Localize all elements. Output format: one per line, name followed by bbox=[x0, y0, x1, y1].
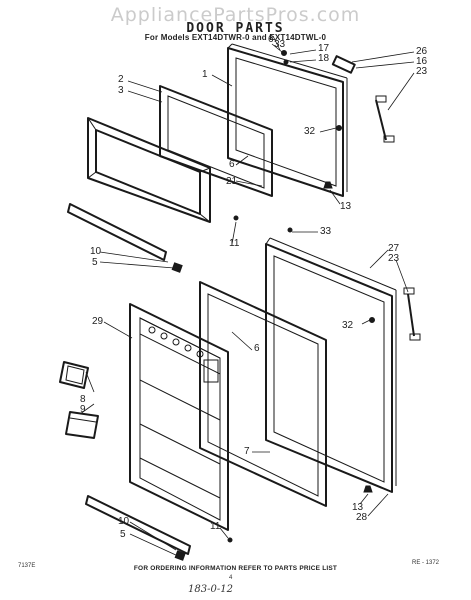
fresh-food-small-parts bbox=[174, 287, 421, 561]
callout-18: 18 bbox=[318, 53, 330, 64]
callout-28: 28 bbox=[356, 512, 368, 523]
freezer-door-gasket bbox=[159, 85, 273, 197]
callout-17: 17 bbox=[318, 43, 330, 54]
watermark: AppliancePartsPros.com bbox=[110, 4, 361, 26]
callout-5-low: 5 bbox=[120, 529, 126, 540]
callout-6-low: 6 bbox=[254, 343, 260, 354]
callout-9: 9 bbox=[80, 404, 86, 415]
callout-13-low: 13 bbox=[352, 502, 364, 513]
callout-16: 16 bbox=[416, 56, 428, 67]
callout-23-top: 23 bbox=[416, 66, 428, 77]
freezer-outer-door bbox=[227, 43, 348, 197]
callout-10-low: 10 bbox=[118, 516, 130, 527]
callout-5-top: 5 bbox=[92, 257, 98, 268]
callout-10-top: 10 bbox=[90, 246, 102, 257]
callout-26: 26 bbox=[416, 46, 428, 57]
callout-29: 29 bbox=[92, 316, 104, 327]
ordering-note: FOR ORDERING INFORMATION REFER TO PARTS … bbox=[133, 565, 338, 572]
freezer-small-parts bbox=[171, 50, 395, 273]
callout-7: 7 bbox=[244, 446, 250, 457]
callout-3: 3 bbox=[118, 85, 124, 96]
leader-lines bbox=[79, 35, 415, 557]
freezer-shelf-bar bbox=[67, 203, 167, 261]
callout-32-top: 32 bbox=[304, 126, 316, 137]
drawing-code-right: RE - 1372 bbox=[412, 560, 440, 566]
callout-33-mid: 33 bbox=[320, 226, 332, 237]
butter-compartment bbox=[59, 361, 99, 439]
callout-23-mid: 23 bbox=[388, 253, 400, 264]
callout-21: 21 bbox=[226, 176, 238, 187]
diagram-subtitle: For Models EXT14DTWR-0 and EXT14DTWL-0 bbox=[144, 33, 327, 42]
diagram-title: DOOR PARTS bbox=[186, 21, 285, 36]
callout-8: 8 bbox=[80, 394, 86, 405]
callout-13-top: 13 bbox=[340, 201, 352, 212]
fresh-food-door-liner bbox=[129, 303, 229, 531]
callout-6-top: 6 bbox=[268, 34, 274, 45]
callout-2: 2 bbox=[118, 74, 124, 85]
drawing-code-left: 7137E bbox=[18, 563, 36, 569]
callout-27: 27 bbox=[388, 243, 400, 254]
handwritten-code: 183-0-12 bbox=[188, 584, 233, 595]
fresh-food-outer-door bbox=[265, 237, 397, 493]
freezer-door-liner bbox=[87, 117, 211, 223]
page-mark: 4 bbox=[229, 575, 233, 581]
fresh-food-door-gasket bbox=[199, 281, 327, 507]
callout-32-low: 32 bbox=[342, 320, 354, 331]
callout-1: 1 bbox=[202, 69, 208, 80]
callout-11-low: 11 bbox=[210, 521, 221, 532]
callout-6-mid: 6 bbox=[229, 159, 235, 170]
callout-33-top: 33 bbox=[274, 39, 286, 50]
fresh-food-shelf-bar bbox=[85, 495, 191, 555]
callout-11-top: 11 bbox=[229, 238, 240, 249]
